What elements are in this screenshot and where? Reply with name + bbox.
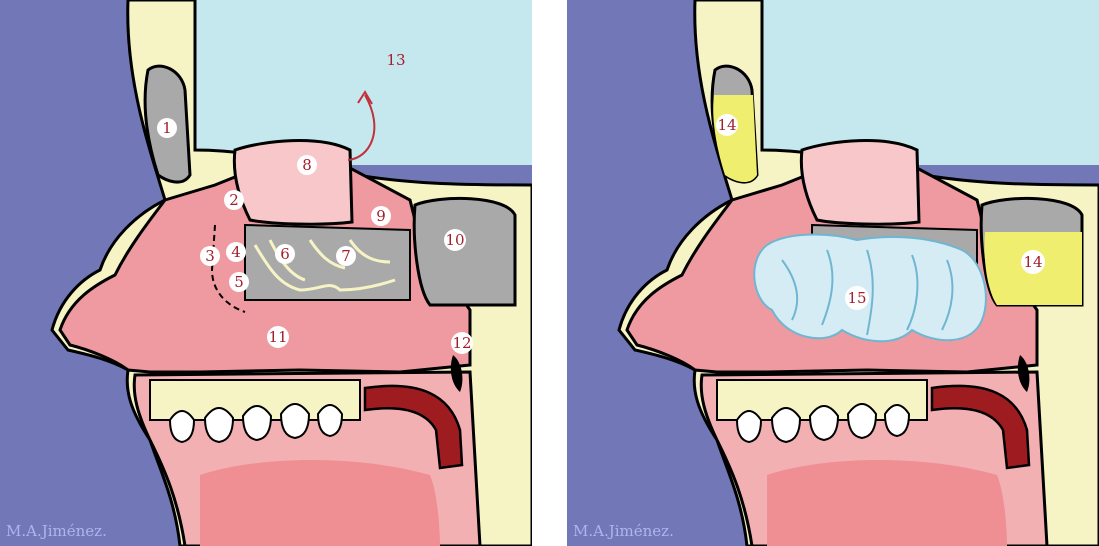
svg-text:1: 1 xyxy=(162,119,172,137)
label-10: 10 xyxy=(444,229,466,251)
nasal-anatomy-illustration: 1 2 3 4 5 6 7 8 9 10 11 12 13 xyxy=(0,0,532,546)
svg-text:4: 4 xyxy=(231,243,241,261)
olfactory-region xyxy=(234,141,352,225)
label-9: 9 xyxy=(371,206,391,226)
brain-region xyxy=(195,0,532,165)
label-3: 3 xyxy=(200,246,220,266)
diagram-panel-right: 14 14 15 M.A.Jiménez. xyxy=(567,0,1099,546)
svg-text:6: 6 xyxy=(280,245,290,263)
label-12: 12 xyxy=(451,332,473,354)
author-credit: M.A.Jiménez. xyxy=(6,522,107,540)
label-6: 6 xyxy=(275,244,295,264)
svg-text:2: 2 xyxy=(229,191,239,209)
svg-text:14: 14 xyxy=(717,116,736,134)
label-5: 5 xyxy=(229,272,249,292)
label-11: 11 xyxy=(267,326,289,348)
author-credit: M.A.Jiménez. xyxy=(573,522,674,540)
label-2: 2 xyxy=(224,190,244,210)
svg-text:7: 7 xyxy=(341,247,351,265)
label-8: 8 xyxy=(297,155,317,175)
label-4: 4 xyxy=(226,242,246,262)
olfactory-region xyxy=(801,141,919,225)
diagram-panel-left: 1 2 3 4 5 6 7 8 9 10 11 12 13 M.A.Jiméne… xyxy=(0,0,532,546)
brain-region xyxy=(762,0,1099,165)
svg-text:8: 8 xyxy=(302,156,312,174)
label-13: 13 xyxy=(386,51,405,69)
svg-text:13: 13 xyxy=(386,51,405,69)
label-14-sphenoid: 14 xyxy=(1021,250,1045,274)
svg-text:5: 5 xyxy=(234,273,244,291)
svg-text:9: 9 xyxy=(376,207,386,225)
svg-text:11: 11 xyxy=(268,328,287,346)
svg-text:3: 3 xyxy=(205,247,215,265)
label-15: 15 xyxy=(845,286,869,310)
svg-text:10: 10 xyxy=(445,231,464,249)
label-7: 7 xyxy=(336,246,356,266)
svg-text:14: 14 xyxy=(1023,253,1042,271)
nasal-anatomy-illustration-disease: 14 14 15 xyxy=(567,0,1099,546)
oral-cavity xyxy=(767,460,1007,546)
sphenoid-sinus xyxy=(414,198,515,305)
svg-text:15: 15 xyxy=(847,289,866,307)
nasal-polyps xyxy=(754,235,986,342)
svg-text:12: 12 xyxy=(452,334,471,352)
label-1: 1 xyxy=(157,118,177,138)
label-14-frontal: 14 xyxy=(716,114,738,136)
oral-cavity xyxy=(200,460,440,546)
